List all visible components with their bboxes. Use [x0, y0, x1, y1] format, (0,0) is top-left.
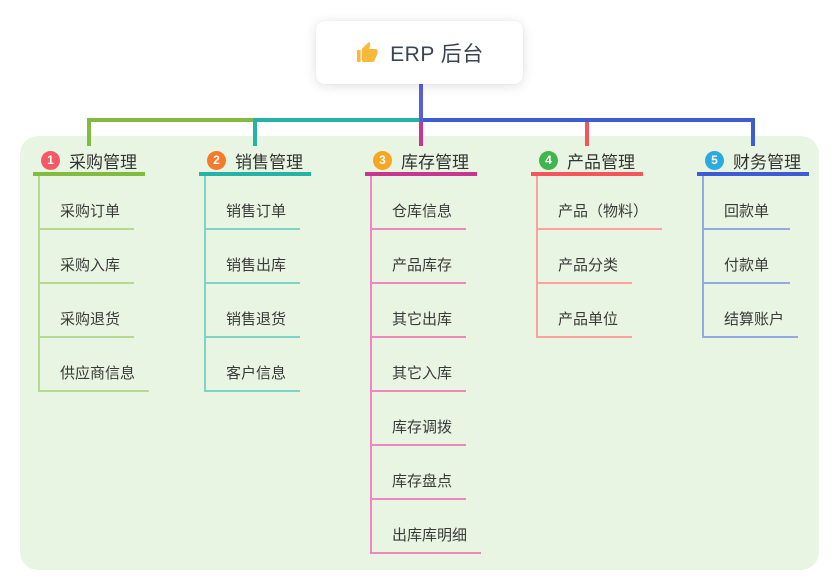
branch-title-label: 库存管理 [401, 152, 469, 172]
root-connector-line [419, 84, 423, 122]
mindmap-node[interactable]: 采购入库 [40, 230, 135, 284]
mindmap-node[interactable]: 销售退货 [206, 284, 301, 338]
branch-items-group: 销售订单销售出库销售退货客户信息 [204, 176, 301, 392]
branch-title[interactable]: 2 销售管理 [199, 148, 311, 176]
main-panel [20, 136, 819, 570]
mindmap-node[interactable]: 出库库明细 [372, 500, 482, 554]
mindmap-node[interactable]: 结算账户 [704, 284, 799, 338]
branch-items-group: 采购订单采购入库采购退货供应商信息 [38, 176, 150, 392]
branch-number-badge: 3 [373, 150, 392, 170]
branch-bus-line-finance [419, 118, 755, 122]
mindmap-node[interactable]: 库存盘点 [372, 446, 467, 500]
branch-title-label: 财务管理 [733, 152, 801, 172]
mindmap-node[interactable]: 销售出库 [206, 230, 301, 284]
branch-3: 3 库存管理仓库信息产品库存其它出库其它入库库存调拨库存盘点出库库明细 [365, 148, 482, 554]
branch-2: 2 销售管理销售订单销售出库销售退货客户信息 [199, 148, 311, 392]
branch-title[interactable]: 1 采购管理 [33, 148, 145, 176]
branch-items-group: 回款单付款单结算账户 [702, 176, 799, 338]
mindmap-node[interactable]: 销售订单 [206, 176, 301, 230]
mindmap-node[interactable]: 其它入库 [372, 338, 467, 392]
mindmap-node[interactable]: 产品单位 [538, 284, 633, 338]
mindmap-node[interactable]: 库存调拨 [372, 392, 467, 446]
branch-drop-line-product [585, 122, 589, 146]
mindmap-node[interactable]: 仓库信息 [372, 176, 467, 230]
branch-number-badge: 1 [41, 150, 60, 170]
mindmap-node[interactable]: 回款单 [704, 176, 790, 230]
branch-bus-line-purchase [87, 118, 255, 122]
branch-title[interactable]: 4 产品管理 [531, 148, 643, 176]
branch-title-label: 采购管理 [69, 152, 137, 172]
branch-bus-line-sales [253, 118, 421, 122]
branch-5: 5 财务管理回款单付款单结算账户 [697, 148, 809, 338]
branch-number-badge: 2 [207, 150, 226, 170]
branch-items-group: 产品（物料）产品分类产品单位 [536, 176, 663, 338]
thumbs-up-icon [357, 41, 378, 62]
branch-drop-line-purchase [87, 118, 91, 146]
mindmap-node[interactable]: 客户信息 [206, 338, 301, 392]
mindmap-node[interactable]: 采购订单 [40, 176, 135, 230]
branch-number-badge: 5 [705, 150, 724, 170]
branch-title-label: 销售管理 [235, 152, 303, 172]
mindmap-node[interactable]: 产品分类 [538, 230, 633, 284]
mindmap-node[interactable]: 付款单 [704, 230, 790, 284]
branch-1: 1 采购管理采购订单采购入库采购退货供应商信息 [33, 148, 150, 392]
branch-title[interactable]: 3 库存管理 [365, 148, 477, 176]
branch-title-label: 产品管理 [567, 152, 635, 172]
mindmap-node[interactable]: 产品（物料） [538, 176, 663, 230]
branch-drop-line-inventory [419, 122, 423, 146]
branch-number-badge: 4 [539, 150, 558, 170]
root-node-label: ERP 后台 [390, 42, 484, 66]
mindmap-node[interactable]: 其它出库 [372, 284, 467, 338]
branch-items-group: 仓库信息产品库存其它出库其它入库库存调拨库存盘点出库库明细 [370, 176, 482, 554]
branch-4: 4 产品管理产品（物料）产品分类产品单位 [531, 148, 663, 338]
branch-drop-line-finance [751, 118, 755, 146]
branch-title[interactable]: 5 财务管理 [697, 148, 809, 176]
mindmap-node[interactable]: 产品库存 [372, 230, 467, 284]
mindmap-node[interactable]: 采购退货 [40, 284, 135, 338]
mindmap-node[interactable]: 供应商信息 [40, 338, 150, 392]
branch-drop-line-sales [253, 118, 257, 146]
root-node[interactable]: ERP 后台 [316, 21, 523, 84]
